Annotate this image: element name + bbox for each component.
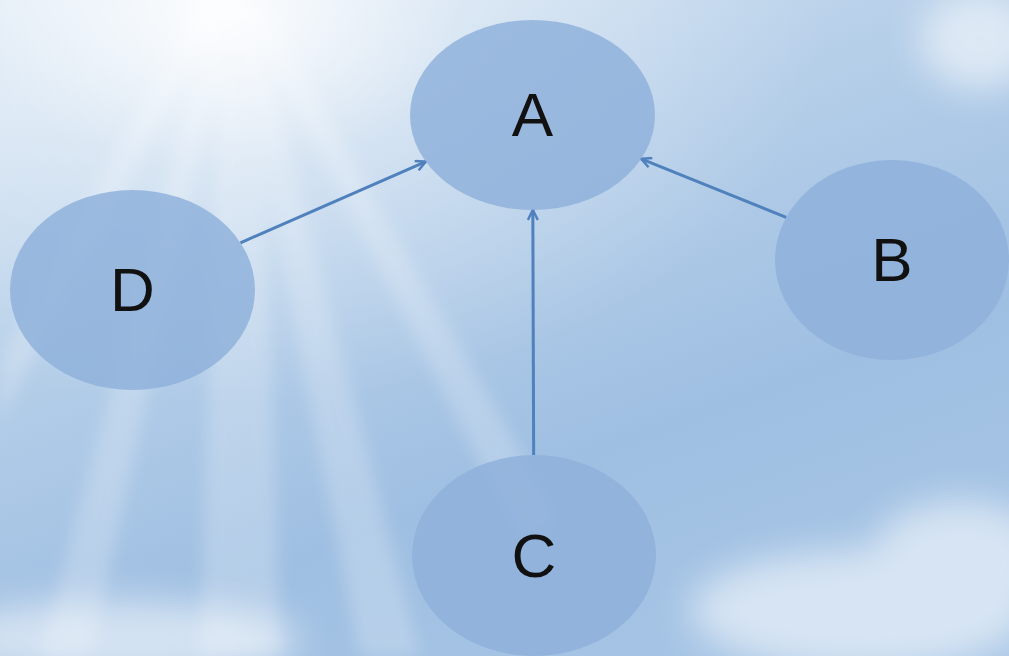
- arrow-connector: [240, 162, 425, 243]
- ellipse-node: D: [10, 190, 255, 390]
- node-label: B: [871, 229, 912, 291]
- node-label: A: [512, 84, 553, 146]
- ellipse-node: C: [412, 455, 656, 656]
- arrow-connector: [531, 210, 535, 455]
- ellipse-node: B: [775, 160, 1009, 360]
- node-label: D: [110, 259, 155, 321]
- arrow-connector: [641, 159, 786, 217]
- node-label: C: [512, 525, 557, 587]
- ellipse-node: A: [410, 20, 655, 210]
